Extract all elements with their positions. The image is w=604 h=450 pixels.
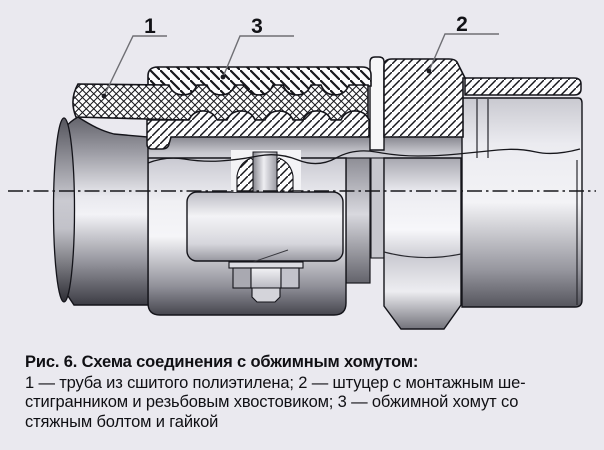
technical-drawing: 1 3 2 — [8, 13, 596, 330]
clamp-band-section — [147, 66, 372, 96]
lug-section-right — [276, 157, 294, 193]
crimp-joint-diagram: 1 3 2 — [8, 13, 596, 330]
pipe-exterior — [52, 116, 149, 306]
threaded-tail — [461, 97, 583, 308]
pipe-end-strip — [345, 157, 371, 284]
callout-3-leader — [222, 35, 294, 78]
thread-band-section — [464, 77, 582, 96]
caption-line: стяжным болтом и гайкой — [25, 412, 219, 431]
callout-2-label: 2 — [456, 13, 468, 36]
bolt-shaft-section — [231, 150, 301, 193]
callout-2: 2 — [426, 13, 499, 74]
bolt-and-nut — [228, 249, 304, 303]
stop-collar-strip — [370, 157, 385, 259]
lug-section-left — [236, 157, 254, 193]
callout-1-dot — [101, 93, 107, 99]
callout-2-leader — [428, 33, 499, 72]
callout-3: 3 — [220, 15, 294, 80]
caption-line: стигранником и резьбовым хвостовиком; 3 … — [25, 393, 519, 411]
hex-facet-line — [383, 251, 462, 259]
nut — [232, 267, 300, 289]
clamp-lug — [186, 191, 344, 262]
hex-body-exterior — [383, 157, 462, 330]
pipe-break-end — [52, 117, 76, 303]
fitting-section — [383, 58, 582, 138]
bolt-tip — [251, 287, 281, 303]
callout-2-dot — [426, 68, 432, 74]
callout-1: 1 — [101, 15, 167, 99]
caption-title: Рис. 6. Схема соединения с обжимным хому… — [25, 353, 419, 371]
figure-caption: Рис. 6. Схема соединения с обжимным хому… — [25, 353, 595, 432]
bolt-thread-line — [249, 249, 289, 264]
washer — [228, 261, 304, 269]
callout-3-label: 3 — [251, 15, 263, 38]
callout-3-dot — [220, 74, 226, 80]
callout-1-label: 1 — [144, 15, 156, 38]
caption-line: 1 — труба из сшитого полиэтилена; 2 — шт… — [25, 373, 526, 392]
tail-section — [146, 110, 370, 150]
fitting-stop-collar — [369, 56, 385, 151]
callout-1-leader — [103, 35, 167, 97]
break-line — [147, 148, 581, 165]
hex-section — [383, 58, 467, 138]
